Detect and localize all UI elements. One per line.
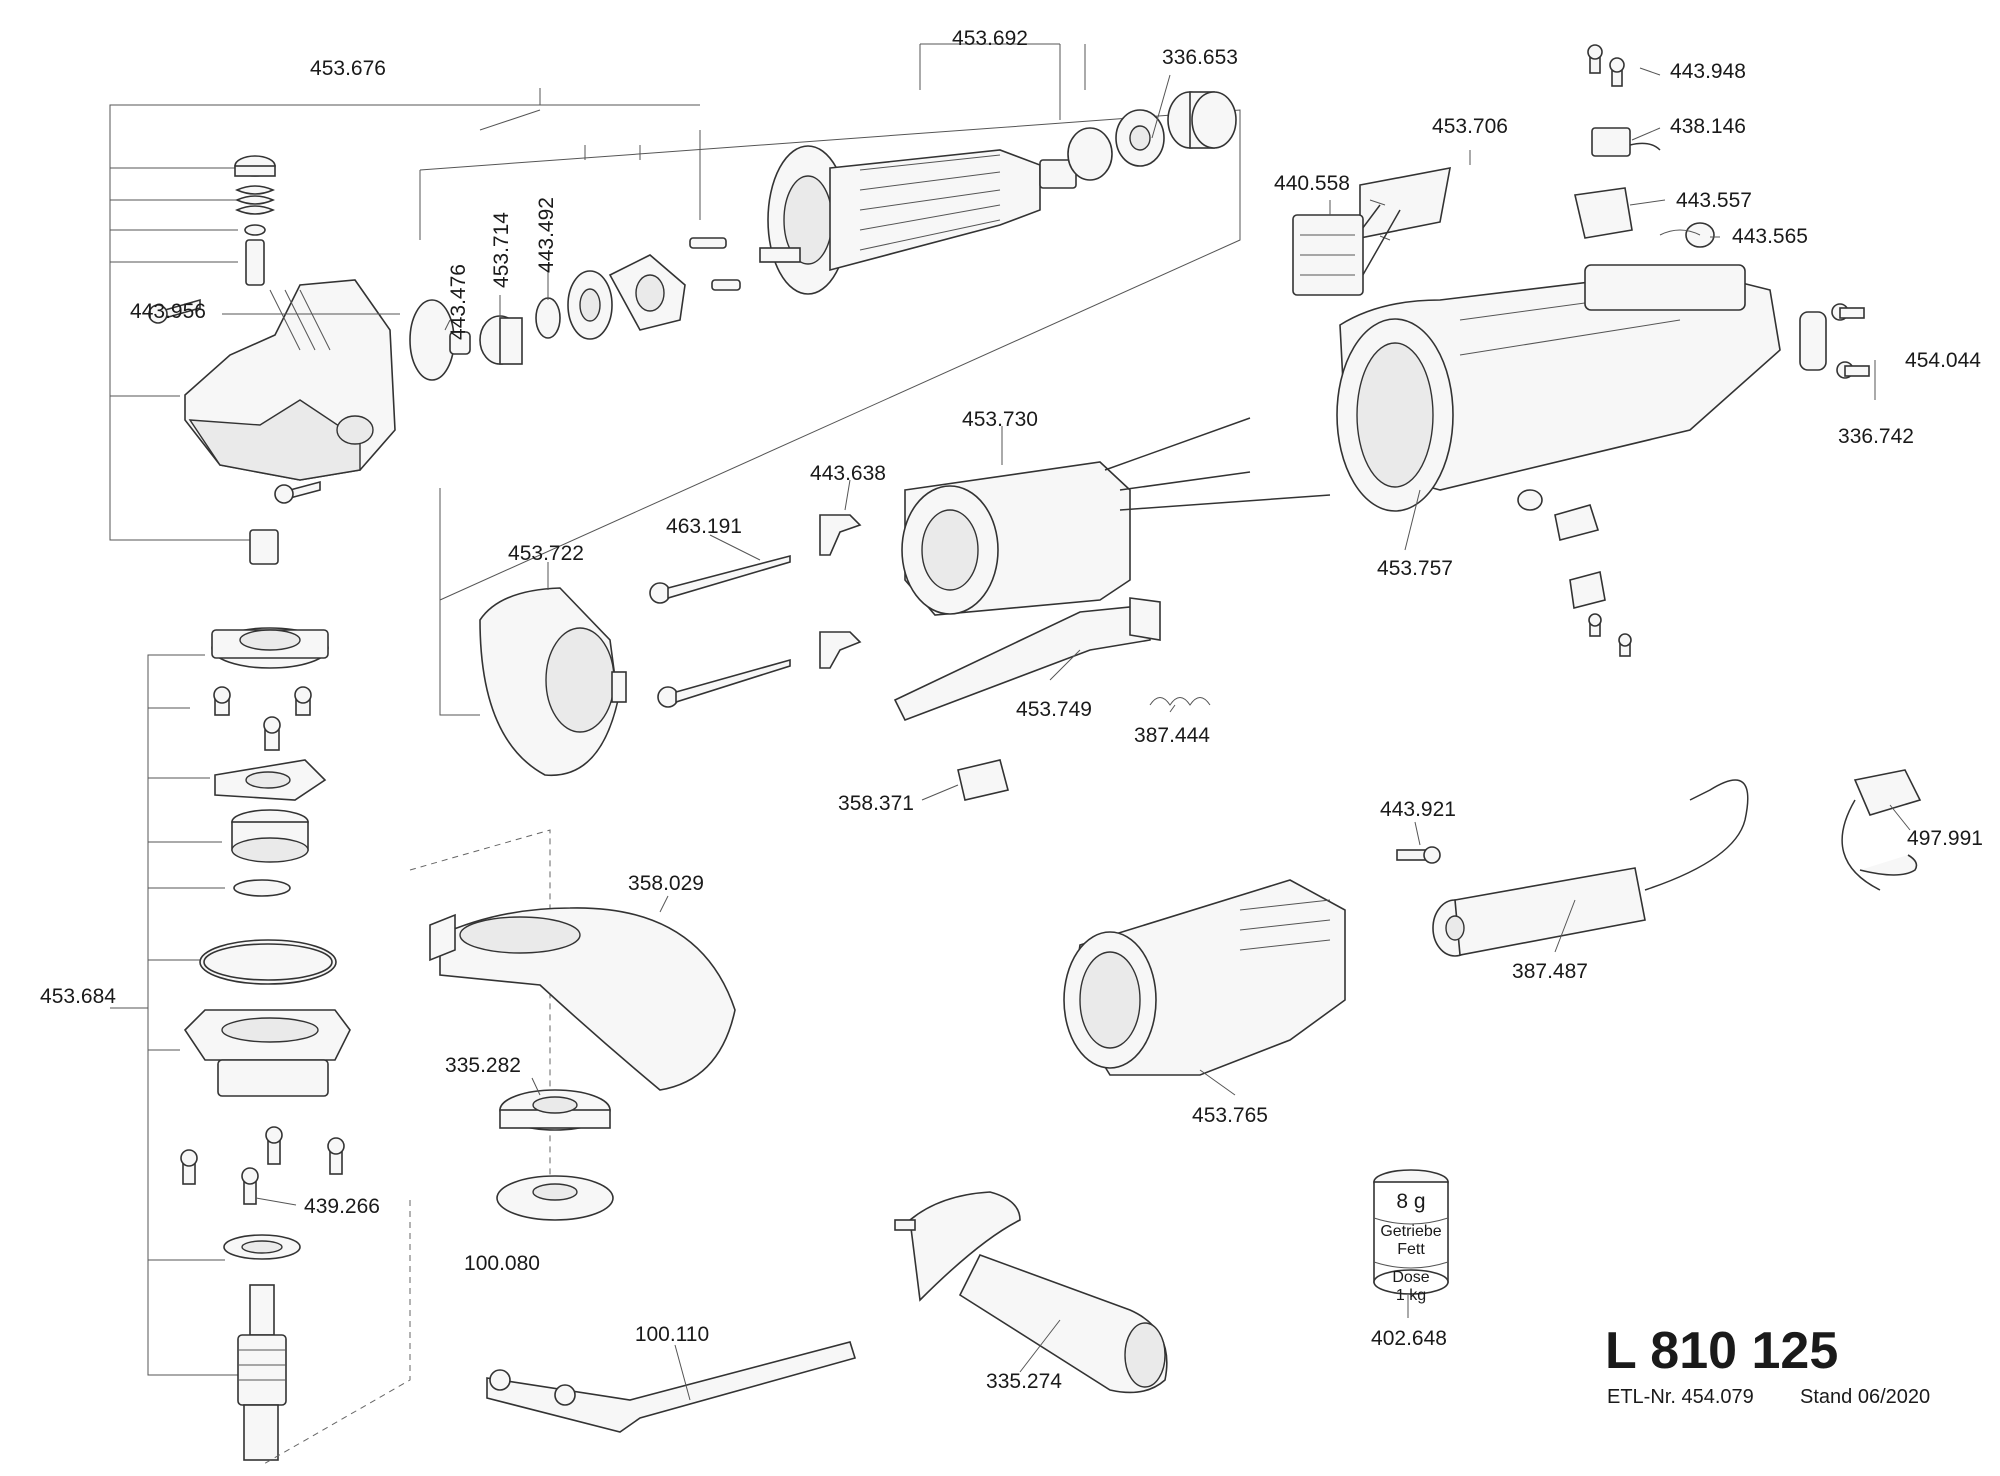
label-453722: 453.722 <box>508 542 584 565</box>
label-402648: 402.648 <box>1371 1327 1447 1350</box>
nut-443476 <box>449 331 471 355</box>
label-100080: 100.080 <box>464 1252 540 1275</box>
grease-can-text: 8 g Getriebe Fett Dose 1 kg <box>1380 1190 1441 1304</box>
leader-lines <box>110 67 1911 1401</box>
label-443476: 443.476 <box>447 264 470 340</box>
spindle-part <box>249 1284 275 1336</box>
label-453749: 453.749 <box>1016 698 1092 721</box>
label-443492: 443.492 <box>535 197 558 273</box>
label-453692: 453.692 <box>952 27 1028 50</box>
side-handle-flange <box>909 1191 1021 1302</box>
label-453706: 453.706 <box>1432 115 1508 138</box>
label-387487: 387.487 <box>1512 960 1588 983</box>
clip-443638-a <box>819 514 862 556</box>
motor-housing-group <box>1063 44 1922 1076</box>
label-440558: 440.558 <box>1274 172 1350 195</box>
long-screw-463191-b <box>657 686 679 708</box>
dash-frame-top <box>419 109 1241 601</box>
long-screw-463191-a <box>649 582 671 604</box>
side-handle-335274 <box>958 1254 1168 1394</box>
dash-stator <box>439 488 480 716</box>
board-453706 <box>1359 166 1451 239</box>
label-453765: 453.765 <box>1192 1104 1268 1127</box>
button-358371 <box>957 759 1009 801</box>
label-454044: 454.044 <box>1905 349 1981 372</box>
etl-number: ETL-Nr. 454.079 <box>1607 1386 1754 1408</box>
cord-497991 <box>1644 779 1749 891</box>
label-387444: 387.444 <box>1134 724 1210 747</box>
label-443956: 443.956 <box>130 300 206 323</box>
label-443638: 443.638 <box>810 462 886 485</box>
screw-443921 <box>1396 849 1428 861</box>
stand-date: Stand 06/2020 <box>1800 1386 1930 1408</box>
bracket-ticks-453676 <box>110 167 238 397</box>
armature-core <box>829 149 1041 272</box>
screws-small <box>213 686 312 751</box>
label-439266: 439.266 <box>304 1195 380 1218</box>
label-443921: 443.921 <box>1380 798 1456 821</box>
label-463191: 463.191 <box>666 515 742 538</box>
grease-line3: Dose <box>1392 1269 1429 1286</box>
grease-line2: Fett <box>1397 1241 1425 1258</box>
label-453757: 453.757 <box>1377 557 1453 580</box>
spring-387444 <box>1149 697 1211 706</box>
brush-b <box>1569 571 1606 609</box>
label-336742: 336.742 <box>1838 425 1914 448</box>
stator-group <box>439 417 1331 801</box>
label-336653: 336.653 <box>1162 46 1238 69</box>
bracket-453676 <box>109 88 541 541</box>
brush-holder-b <box>1554 504 1600 541</box>
grease-amount: 8 g <box>1396 1190 1425 1213</box>
dash-guard <box>409 829 551 1210</box>
grease-line1: Getriebe <box>1380 1223 1441 1240</box>
armature-group <box>409 43 1241 601</box>
label-443948: 443.948 <box>1670 60 1746 83</box>
grease-can <box>1373 1169 1449 1295</box>
spanner-100110 <box>486 1341 857 1433</box>
washer-336653 <box>1067 127 1113 181</box>
label-443565: 443.565 <box>1732 225 1808 248</box>
washer-443492 <box>535 297 561 339</box>
screw-443948-b <box>1609 57 1625 73</box>
label-358029: 358.029 <box>628 872 704 895</box>
switch-rod-453749 <box>893 604 1151 722</box>
label-100110: 100.110 <box>635 1323 709 1346</box>
part-labels: 453.676 443.956 453.684 439.266 443.476 … <box>40 27 1983 1393</box>
plug-497991 <box>1853 769 1922 816</box>
gear-head-group <box>109 88 541 1466</box>
spring-part <box>235 185 275 215</box>
model-title: L 810 125 <box>1605 1322 1838 1380</box>
grease-line4: 1 kg <box>1396 1287 1426 1304</box>
bracket-453684 <box>147 654 250 1376</box>
label-335274: 335.274 <box>986 1370 1062 1393</box>
cover-336742 <box>1799 311 1827 371</box>
label-443557: 443.557 <box>1676 189 1752 212</box>
guard-group <box>409 829 1168 1433</box>
footer: L 810 125 ETL-Nr. 454.079 Stand 06/2020 <box>1605 1322 1930 1408</box>
label-453714: 453.714 <box>490 212 513 288</box>
bushing-part <box>249 529 279 565</box>
washer-part <box>233 879 291 897</box>
brush-438146 <box>1591 127 1631 157</box>
label-453676: 453.676 <box>310 57 386 80</box>
label-358371: 358.371 <box>838 792 914 815</box>
label-438146: 438.146 <box>1670 115 1746 138</box>
label-453684: 453.684 <box>40 985 116 1008</box>
screw-443948-a <box>1587 44 1603 60</box>
label-335282: 335.282 <box>445 1054 521 1077</box>
pin-part <box>245 239 265 286</box>
clip-443638-b <box>819 631 862 669</box>
label-453730: 453.730 <box>962 408 1038 431</box>
screws-439266 <box>180 1126 345 1205</box>
brush-holder-443557 <box>1574 187 1633 239</box>
label-497991: 497.991 <box>1907 827 1983 850</box>
stator-wires <box>1104 417 1331 511</box>
